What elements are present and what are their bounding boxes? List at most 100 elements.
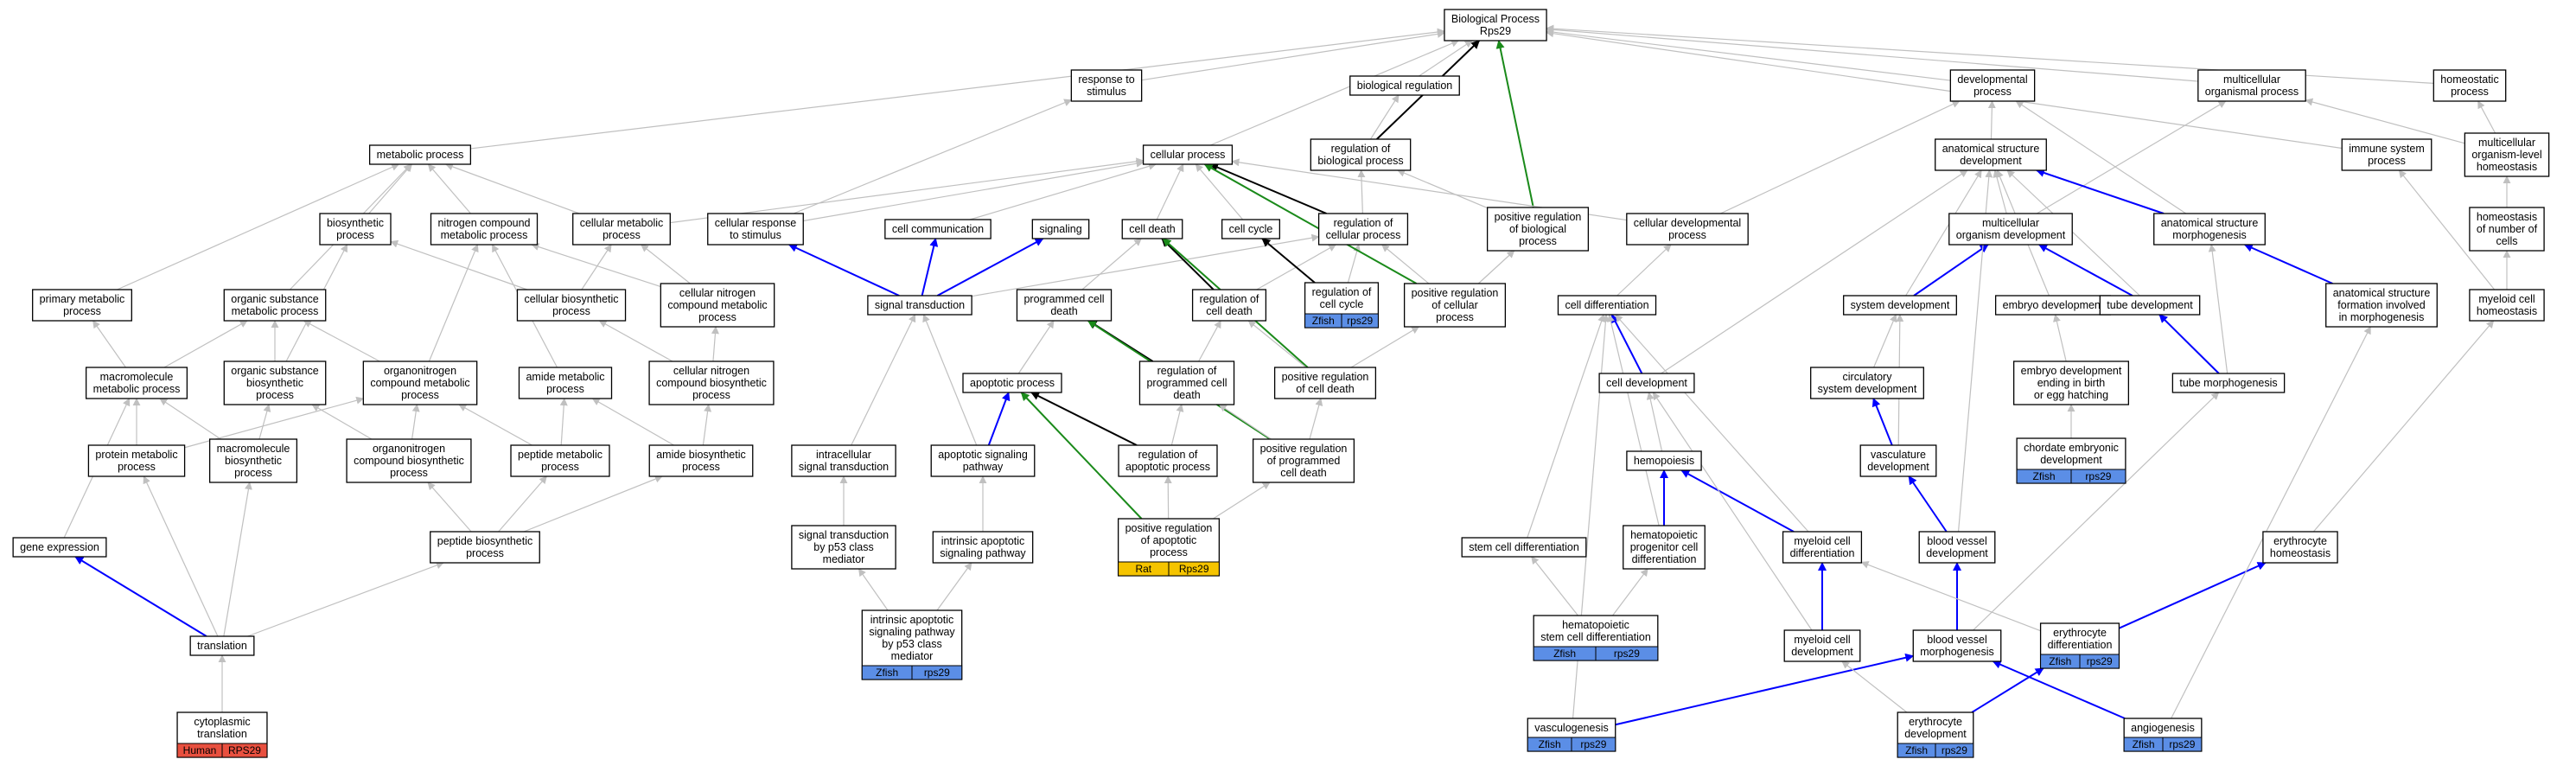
go-term-node-bioreg[interactable]: biological regulation [1349, 75, 1460, 96]
go-term-box [867, 295, 972, 316]
go-term-node-tubedev[interactable]: tube development [2099, 295, 2201, 316]
go-term-node-apop[interactable]: apoptotic process [962, 373, 1062, 393]
edge-is-a-anatdev-to-devproc [1987, 100, 1996, 140]
gene-label: rps29 [2169, 738, 2195, 750]
go-term-node-signaling[interactable]: signaling [1031, 219, 1090, 239]
go-term-node-cellcycle[interactable]: cell cycle [1221, 219, 1281, 239]
go-term-node-sysdev[interactable]: system development [1843, 295, 1957, 316]
edge-is-a-mod-to-multiorg [2036, 100, 2227, 214]
go-term-node-sigtrans[interactable]: signal transduction [867, 295, 972, 316]
go-term-node-cellproc[interactable]: cellular process [1142, 144, 1234, 165]
go-term-node-celldiff[interactable]: cell differentiation [1557, 295, 1657, 316]
go-term-node-hemo[interactable]: hemopoiesis [1626, 450, 1702, 471]
go-term-label-line: of cell death [1296, 383, 1354, 395]
edge-is-a-regbio-to-bioreg [1369, 94, 1400, 140]
go-term-node-celldeath[interactable]: cell death [1121, 219, 1183, 239]
edge-is-a-vasculo-to-celldiff [1572, 314, 1610, 719]
go-term-node-metab[interactable]: metabolic process [368, 144, 472, 165]
go-term-label-line: ending in birth [2037, 377, 2106, 389]
go-term-node-celldev[interactable]: cell development [1598, 373, 1695, 393]
edge-part-of-sigtrans-to-cresp [787, 244, 900, 297]
go-term-box [368, 144, 472, 165]
go-term-node-translation[interactable]: translation [189, 635, 255, 656]
go-term-node-scd[interactable]: stem cell differentiation [1461, 537, 1587, 558]
edge-regulates-regcc-to-cellcycle [1261, 238, 1316, 284]
go-term-label-line: process [401, 389, 439, 401]
go-term-node-geneexp[interactable]: gene expression [12, 537, 107, 558]
go-term-node-tubemorph[interactable]: tube morphogenesis [2171, 373, 2286, 393]
edge-is-a-translation-to-pepbp [247, 561, 444, 637]
gene-label: rps29 [2087, 655, 2113, 667]
go-term-node-cellcomm[interactable]: cell communication [884, 219, 992, 239]
edge-is-a-translation-to-protmp [143, 475, 219, 637]
go-term-node-embdev[interactable]: embryo development [1994, 295, 2112, 316]
